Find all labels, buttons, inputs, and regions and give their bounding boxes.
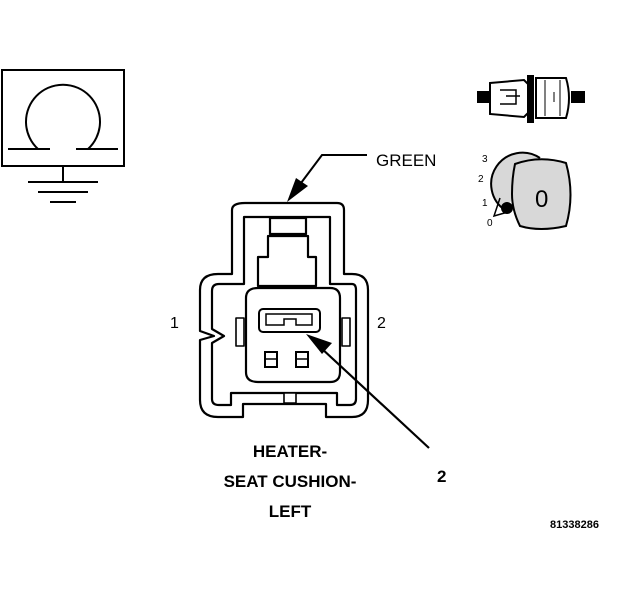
key-face-label: 0 [535, 186, 548, 213]
cavity-callout-arrow [306, 334, 430, 449]
connector-name-line-2: SEAT CUSHION- [224, 472, 357, 491]
pin-label-1: 1 [170, 315, 179, 332]
wire-color-label: GREEN [376, 151, 436, 170]
ignition-key-icon [490, 151, 572, 230]
figure-id: 81338286 [550, 519, 599, 531]
key-position-3: 3 [482, 154, 488, 165]
terminal-cavity-2 [258, 308, 321, 333]
connector-name-line-3: LEFT [269, 502, 312, 521]
terminal-pins [264, 351, 309, 368]
color-leader-line [287, 154, 367, 202]
pin-label-2: 2 [377, 315, 386, 332]
key-position-1: 1 [482, 198, 488, 209]
plug-icon [477, 75, 585, 123]
ground-heater-symbol-icon [1, 69, 125, 203]
connector-name-line-1: HEATER- [253, 442, 327, 461]
cavity-callout-number: 2 [437, 467, 446, 486]
key-position-0: 0 [487, 218, 493, 229]
key-position-2: 2 [478, 174, 484, 185]
